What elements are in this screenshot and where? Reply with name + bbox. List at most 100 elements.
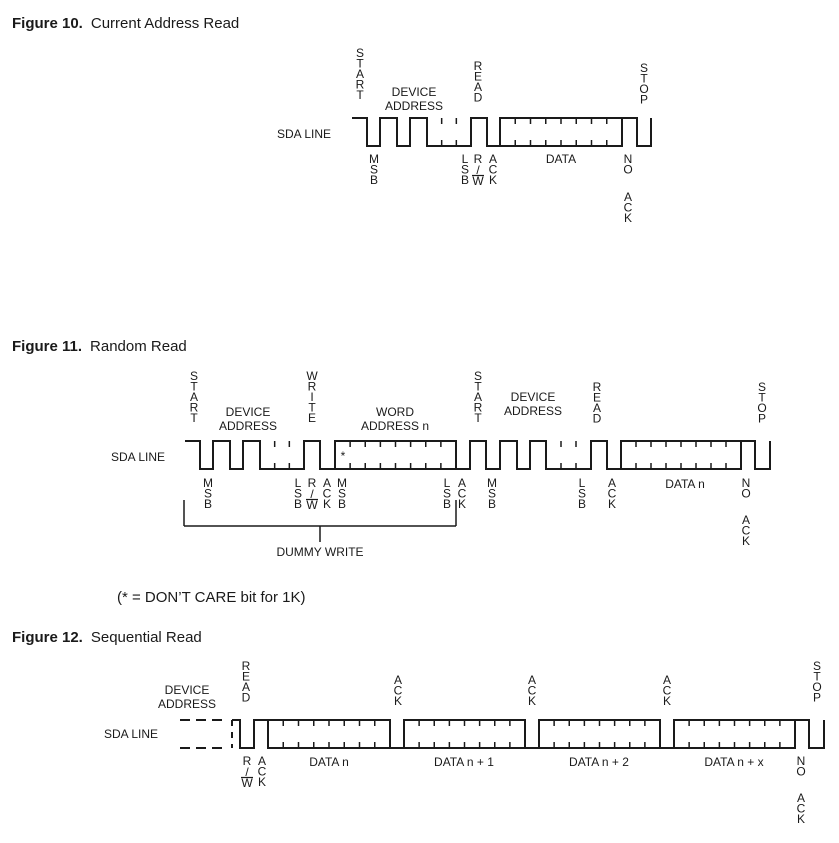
svg-text:L: L	[462, 152, 469, 166]
fig12-rw-label: R/W	[241, 754, 253, 790]
svg-text:C: C	[663, 684, 672, 698]
svg-text:A: A	[624, 190, 632, 204]
fig12-data-ticks-3	[553, 720, 646, 748]
svg-text:C: C	[797, 802, 806, 816]
svg-text:A: A	[528, 673, 536, 687]
svg-text:M: M	[337, 476, 347, 490]
svg-text:R: R	[243, 754, 252, 768]
svg-text:R: R	[474, 152, 483, 166]
svg-text:O: O	[757, 401, 766, 415]
svg-text:E: E	[593, 391, 601, 405]
svg-text:N: N	[624, 152, 633, 166]
svg-text:S: S	[204, 487, 212, 501]
svg-text:S: S	[758, 380, 766, 394]
fig10-address-label: ADDRESS	[385, 99, 443, 113]
svg-text:W: W	[472, 174, 484, 188]
svg-text:T: T	[474, 411, 482, 425]
svg-text:R: R	[593, 380, 602, 394]
svg-text:B: B	[294, 497, 302, 511]
fig11-address2-label: ADDRESS	[504, 404, 562, 418]
fig12-data-n-label: DATA n	[309, 755, 349, 769]
fig11-dont-care-marker: *	[341, 449, 346, 463]
svg-text:B: B	[578, 497, 586, 511]
fig10-device-label: DEVICE	[392, 85, 437, 99]
svg-text:K: K	[608, 497, 616, 511]
fig11-msb-label: MSB	[203, 476, 213, 511]
svg-text:A: A	[474, 80, 482, 94]
fig11-write-label: WRITE	[306, 369, 318, 425]
svg-text:K: K	[489, 173, 497, 187]
svg-text:C: C	[608, 487, 617, 501]
fig12-data-nx-label: DATA n + x	[704, 755, 763, 769]
fig12-no-label: NO	[796, 754, 805, 779]
svg-text:T: T	[308, 401, 316, 415]
svg-text:L: L	[444, 476, 451, 490]
svg-text:P: P	[758, 412, 766, 426]
fig11-address-ticks	[273, 441, 291, 469]
svg-text:O: O	[741, 487, 750, 501]
svg-text:M: M	[203, 476, 213, 490]
svg-text:O: O	[639, 82, 648, 96]
fig11-msb2-label: MSB	[337, 476, 347, 511]
fig11-read-waveform	[456, 440, 621, 470]
figure-12-title: Figure 12.Sequential Read	[12, 629, 202, 646]
svg-text:E: E	[474, 70, 482, 84]
svg-text:T: T	[813, 670, 821, 684]
svg-text:M: M	[487, 476, 497, 490]
svg-text:A: A	[458, 476, 466, 490]
svg-text:R: R	[356, 78, 365, 92]
fig11-stop-waveform	[741, 440, 771, 470]
svg-text:R: R	[308, 476, 317, 490]
fig11-address-label: ADDRESS	[219, 419, 277, 433]
svg-text:I: I	[310, 390, 313, 404]
svg-text:A: A	[356, 67, 364, 81]
svg-text:A: A	[663, 673, 671, 687]
svg-text:K: K	[624, 211, 632, 225]
svg-text:S: S	[813, 659, 821, 673]
svg-text:/: /	[310, 487, 314, 501]
fig10-rw-label: R/W	[472, 152, 484, 188]
svg-text:D: D	[474, 91, 483, 105]
fig11-ack3-label: ACK	[608, 476, 617, 511]
fig12-data-n2-label: DATA n + 2	[569, 755, 629, 769]
svg-text:O: O	[796, 765, 805, 779]
svg-text:T: T	[190, 411, 198, 425]
fig10-no-label: NO	[623, 152, 632, 177]
fig11-word-address-ticks	[349, 441, 442, 469]
fig10-data-label: DATA	[546, 152, 576, 166]
svg-text:E: E	[308, 411, 316, 425]
fig10-stop-waveform	[622, 117, 652, 147]
svg-text:A: A	[742, 513, 750, 527]
svg-text:K: K	[528, 694, 536, 708]
fig12-data-n1-label: DATA n + 1	[434, 755, 494, 769]
fig11-data-ticks	[635, 441, 727, 469]
svg-text:K: K	[394, 694, 402, 708]
svg-text:W: W	[241, 776, 253, 790]
fig12-ack2-label: ACK	[528, 673, 537, 708]
svg-text:O: O	[623, 163, 632, 177]
svg-text:B: B	[370, 173, 378, 187]
svg-text:A: A	[242, 680, 250, 694]
svg-text:E: E	[242, 670, 250, 684]
dont-care-note: (* = DON’T CARE bit for 1K)	[117, 589, 306, 606]
fig12-device-label: DEVICE	[165, 683, 210, 697]
fig11-address2-ticks	[560, 441, 577, 469]
fig10-sda-line-label: SDA LINE	[277, 127, 331, 141]
svg-text:S: S	[488, 487, 496, 501]
fig12-sda-line-label: SDA LINE	[104, 727, 158, 741]
svg-text:R: R	[190, 401, 199, 415]
svg-text:O: O	[812, 680, 821, 694]
svg-text:K: K	[742, 534, 750, 548]
fig12-data-ticks-2	[418, 720, 511, 748]
fig12-no-ack-label: ACK	[797, 791, 806, 826]
fig10-lsb-label: LSB	[461, 152, 469, 187]
fig12-ack1-label: ACK	[394, 673, 403, 708]
fig10-ack-label: ACK	[489, 152, 498, 187]
svg-text:S: S	[474, 369, 482, 383]
svg-text:A: A	[258, 754, 266, 768]
svg-text:T: T	[758, 391, 766, 405]
svg-text:T: T	[640, 72, 648, 86]
